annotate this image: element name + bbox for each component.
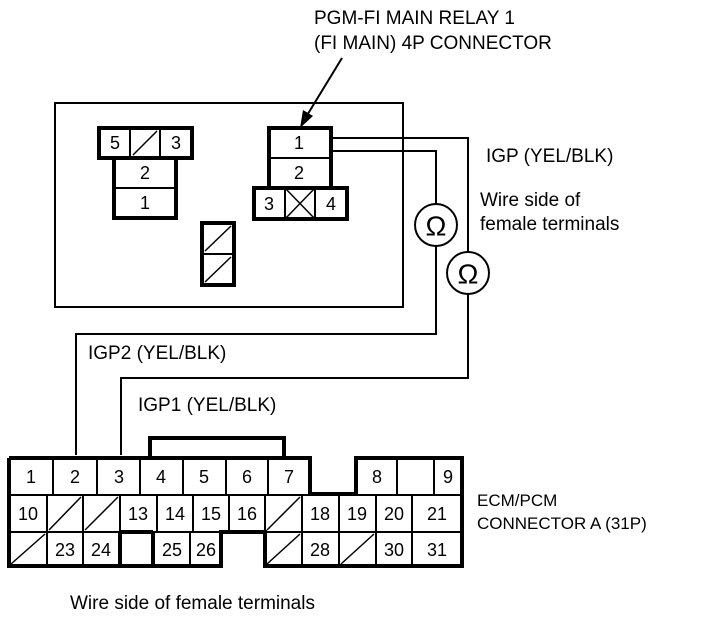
ecm-pin-label: 8 xyxy=(372,467,382,487)
ecm-pin-label: 24 xyxy=(91,540,111,560)
relay-right-socket: 1 2 3 4 xyxy=(252,126,349,221)
ecm-pin-label: 6 xyxy=(242,467,252,487)
relay-title-line1: PGM-FI MAIN RELAY 1 xyxy=(314,8,515,29)
ecm-pin-label: 3 xyxy=(114,467,124,487)
ecm-pin-label: 2 xyxy=(70,467,80,487)
ecm-connector: 1 2 3 4 5 6 7 8 9 10 13 14 15 16 18 19 2… xyxy=(7,436,464,568)
ecm-pin-label: 18 xyxy=(310,504,330,524)
relay-box-outline xyxy=(54,102,404,308)
pin-label: 4 xyxy=(326,194,336,214)
ecm-pin-label: 19 xyxy=(347,504,367,524)
ecm-pin-label: 30 xyxy=(384,540,404,560)
pin-label: 1 xyxy=(294,133,304,153)
ohm-icon: Ω xyxy=(458,259,479,290)
pin-label: 2 xyxy=(140,163,150,183)
wire-side-label-line2: female terminals xyxy=(480,214,619,235)
leader-arrow xyxy=(300,57,343,128)
bottom-caption: Wire side of female terminals xyxy=(70,593,315,614)
pin-label: 1 xyxy=(140,193,150,213)
pin-label: 3 xyxy=(171,133,181,153)
pin-label: 5 xyxy=(110,133,120,153)
wire-igp1 xyxy=(120,137,469,455)
ecm-pin-label: 16 xyxy=(237,504,257,524)
relay-title-line2: (FI MAIN) 4P CONNECTOR xyxy=(314,33,552,54)
ecm-pin-label: 25 xyxy=(162,540,182,560)
ecm-pin-label: 4 xyxy=(156,467,166,487)
relay-left-socket: 5 3 2 1 xyxy=(97,126,194,220)
wire-igp2 xyxy=(75,150,437,455)
relay-center-cavities xyxy=(200,221,236,287)
wire-side-label-line1: Wire side of xyxy=(480,190,581,211)
ohm-icon: Ω xyxy=(426,211,447,242)
ecm-label-line1: ECM/PCM xyxy=(477,491,557,510)
ecm-pin-label: 7 xyxy=(284,467,294,487)
ecm-label-line2: CONNECTOR A (31P) xyxy=(477,514,647,533)
igp2-label: IGP2 (YEL/BLK) xyxy=(88,343,226,364)
ecm-pin-label: 15 xyxy=(201,504,221,524)
pin-label: 3 xyxy=(264,194,274,214)
ecm-pin-label: 23 xyxy=(55,540,75,560)
ecm-pin-label: 20 xyxy=(384,504,404,524)
ecm-pin-label: 9 xyxy=(443,467,453,487)
ecm-pin-label: 26 xyxy=(196,540,216,560)
ohmmeter-igp2: Ω xyxy=(414,203,458,247)
ecm-pin-label: 13 xyxy=(128,504,148,524)
ecm-pin-label: 31 xyxy=(427,540,447,560)
ohmmeter-igp1: Ω xyxy=(446,251,490,295)
ecm-pin-label: 28 xyxy=(310,540,330,560)
ecm-pin-label: 21 xyxy=(427,504,447,524)
igp-label: IGP (YEL/BLK) xyxy=(486,146,613,167)
igp1-label: IGP1 (YEL/BLK) xyxy=(138,395,276,416)
ecm-pin-label: 14 xyxy=(165,504,185,524)
ecm-pin-label: 1 xyxy=(26,467,36,487)
pin-label: 2 xyxy=(294,163,304,183)
ecm-pin-label: 5 xyxy=(199,467,209,487)
ecm-pin-label: 10 xyxy=(18,504,38,524)
